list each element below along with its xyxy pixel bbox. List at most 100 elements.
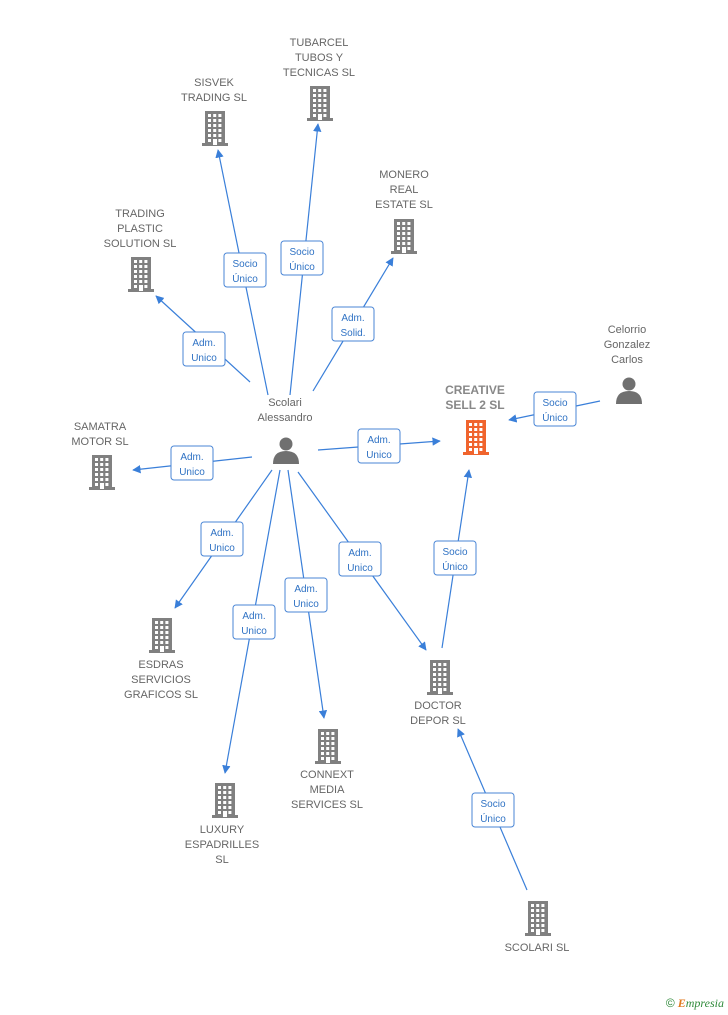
building-icon — [427, 660, 453, 695]
node-label-line: MOTOR SL — [71, 436, 128, 448]
node-monero[interactable]: MONERO REAL ESTATE SL — [375, 169, 433, 254]
role-badge[interactable]: Adm. Unico — [232, 604, 276, 640]
node-label-line: DEPOR SL — [410, 715, 466, 727]
node-label-line: SAMATRA — [74, 421, 127, 433]
role-text: Socio — [232, 259, 257, 270]
node-tubarcel[interactable]: TUBARCEL TUBOS Y TECNICAS SL — [283, 37, 355, 121]
role-text: Adm. — [367, 435, 390, 446]
role-text: Unico — [191, 353, 217, 364]
building-icon — [315, 729, 341, 764]
nodes-layer: TUBARCEL TUBOS Y TECNICAS SL SISVEK TRADING … — [71, 37, 650, 954]
edges-layer — [132, 123, 601, 891]
role-badge[interactable]: Adm. Unico — [182, 331, 226, 367]
role-badge[interactable]: Adm. Unico — [357, 428, 401, 464]
role-text: Socio — [480, 799, 505, 810]
role-text: Adm. — [180, 452, 203, 463]
role-badge[interactable]: Adm.Solid. — [331, 306, 375, 342]
node-label-line: Celorrio — [608, 324, 647, 336]
building-icon — [391, 219, 417, 254]
node-luxury[interactable]: LUXURY ESPADRILLES SL — [185, 783, 259, 866]
role-text: Socio — [289, 247, 314, 258]
role-text: Unico — [366, 450, 392, 461]
role-badge[interactable]: Adm. Unico — [170, 445, 214, 481]
role-text: Adm. — [348, 548, 371, 559]
node-label-line: SERVICIOS — [131, 674, 191, 686]
building-icon — [149, 618, 175, 653]
building-icon — [128, 257, 154, 292]
node-label-line: Scolari — [268, 397, 302, 409]
role-badge[interactable]: Adm. Unico — [338, 541, 382, 577]
node-sisvek[interactable]: SISVEK TRADING SL — [181, 77, 247, 146]
node-label-line: SELL 2 SL — [445, 398, 504, 412]
role-text: Socio — [542, 398, 567, 409]
node-scolari-sl[interactable]: SCOLARI SL — [505, 901, 570, 954]
node-doctor-depor[interactable]: DOCTOR DEPOR SL — [410, 660, 466, 727]
node-label-line: ESDRAS — [138, 659, 183, 671]
node-label-line: DOCTOR — [414, 700, 462, 712]
node-label-line: SISVEK — [194, 77, 234, 89]
building-icon — [202, 111, 228, 146]
node-label-line: ESTATE SL — [375, 199, 433, 211]
role-text: Único — [542, 411, 568, 424]
node-label-line: CONNEXT — [300, 769, 354, 781]
node-esdras[interactable]: ESDRAS SERVICIOS GRAFICOS SL — [124, 618, 198, 701]
role-text: Único — [480, 812, 506, 825]
brand-name: mpresia — [685, 996, 724, 1010]
role-text: Único — [289, 260, 315, 273]
node-label-line: TUBARCEL — [290, 37, 349, 49]
node-label-line: SOLUTION SL — [104, 238, 177, 250]
role-text: Unico — [209, 543, 235, 554]
brand-watermark: © Empresia — [666, 996, 724, 1011]
node-label-line: Alessandro — [257, 412, 312, 424]
node-label-line: TRADING — [115, 208, 165, 220]
node-label-line: TECNICAS SL — [283, 67, 355, 79]
node-label-line: GRAFICOS SL — [124, 689, 198, 701]
building-icon — [525, 901, 551, 936]
building-icon — [463, 420, 489, 455]
role-text: Unico — [241, 626, 267, 637]
building-icon — [307, 86, 333, 121]
node-trading-plastic[interactable]: TRADING PLASTIC SOLUTION SL — [104, 208, 177, 292]
role-text: Unico — [347, 563, 373, 574]
node-label-line: MEDIA — [310, 784, 346, 796]
node-label-line: TUBOS Y — [295, 52, 344, 64]
role-text: Adm. — [294, 584, 317, 595]
node-label-line: LUXURY — [200, 824, 245, 836]
node-label-line: TRADING SL — [181, 92, 247, 104]
role-badge[interactable]: Adm. Unico — [200, 521, 244, 557]
node-label-line: MONERO — [379, 169, 429, 181]
node-label-line: Gonzalez — [604, 339, 650, 351]
person-icon — [616, 377, 642, 404]
node-label-line: ESPADRILLES — [185, 839, 259, 851]
node-label-line: SCOLARI SL — [505, 942, 570, 954]
roles-layer: SocioÚnicoSocioÚnicoAdm.Solid.Adm.UnicoA… — [170, 240, 577, 828]
node-label-line: REAL — [390, 184, 419, 196]
role-badge[interactable]: Adm.Unico — [284, 577, 328, 613]
node-samatra[interactable]: SAMATRA MOTOR SL — [71, 421, 129, 490]
role-text: Adm. — [210, 528, 233, 539]
node-label-line: Carlos — [611, 354, 643, 366]
role-text: Adm. — [341, 313, 364, 324]
role-text: Socio — [442, 547, 467, 558]
node-label-line: CREATIVE — [445, 383, 505, 397]
role-text: Adm. — [192, 338, 215, 349]
role-text: Unico — [179, 467, 205, 478]
building-icon — [89, 455, 115, 490]
copyright-symbol: © — [665, 996, 675, 1010]
role-text: Adm. — [242, 611, 265, 622]
node-label-line: PLASTIC — [117, 223, 163, 235]
building-icon — [212, 783, 238, 818]
node-label-line: SL — [215, 854, 228, 866]
role-text: Único — [442, 560, 468, 573]
brand-initial: E — [677, 996, 686, 1010]
